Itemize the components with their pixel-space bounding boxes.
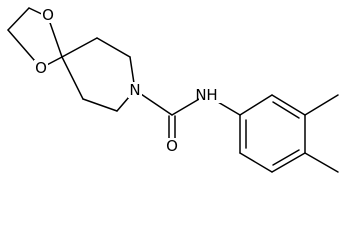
bond: [47, 16, 63, 58]
label-background: [128, 82, 142, 98]
bond: [239, 94, 273, 116]
aromatic-inner-bond: [272, 149, 300, 166]
carbonyl-oxygen-label: O: [166, 137, 178, 155]
bond: [61, 56, 84, 100]
aromatic-inner-bond: [272, 101, 300, 119]
bond: [7, 7, 30, 31]
bond: [82, 98, 118, 112]
label-background: [164, 138, 180, 154]
amide-nitrogen-label: N: [195, 86, 206, 104]
amide-hydrogen-label: H: [206, 86, 217, 104]
label-background: [41, 7, 55, 23]
oxygen-top-label: O: [42, 6, 54, 24]
bond: [271, 94, 306, 116]
bond: [61, 37, 98, 58]
bond: [239, 152, 273, 173]
structure-canvas: O O N N H O: [7, 6, 339, 173]
label-background: [199, 87, 223, 103]
label-background: [34, 60, 48, 76]
molecule-diagram: O O N N H O: [7, 6, 339, 173]
ring-nitrogen-label: N: [129, 81, 140, 99]
bond: [96, 37, 131, 58]
methyl-bond: [304, 94, 339, 116]
bond: [271, 152, 306, 173]
methyl-bond: [304, 152, 339, 173]
oxygen-bottom-label: O: [35, 59, 47, 77]
